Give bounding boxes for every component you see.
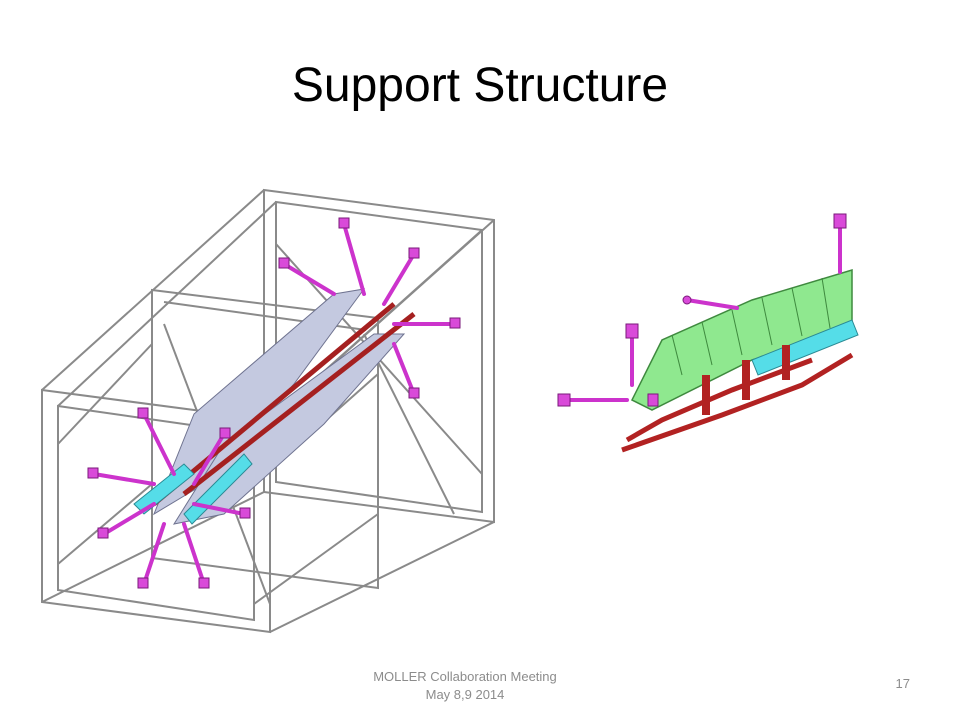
slide-number: 17	[895, 676, 910, 691]
single-coil-support-image	[557, 213, 859, 453]
footer-meeting-info: MOLLER Collaboration Meeting May 8,9 201…	[330, 668, 600, 704]
slide-title: Support Structure	[291, 59, 669, 112]
support-structure-assembly-image	[41, 188, 495, 634]
footer-line-2: May 8,9 2014	[425, 687, 505, 702]
footer-line-1: MOLLER Collaboration Meeting	[373, 669, 557, 684]
